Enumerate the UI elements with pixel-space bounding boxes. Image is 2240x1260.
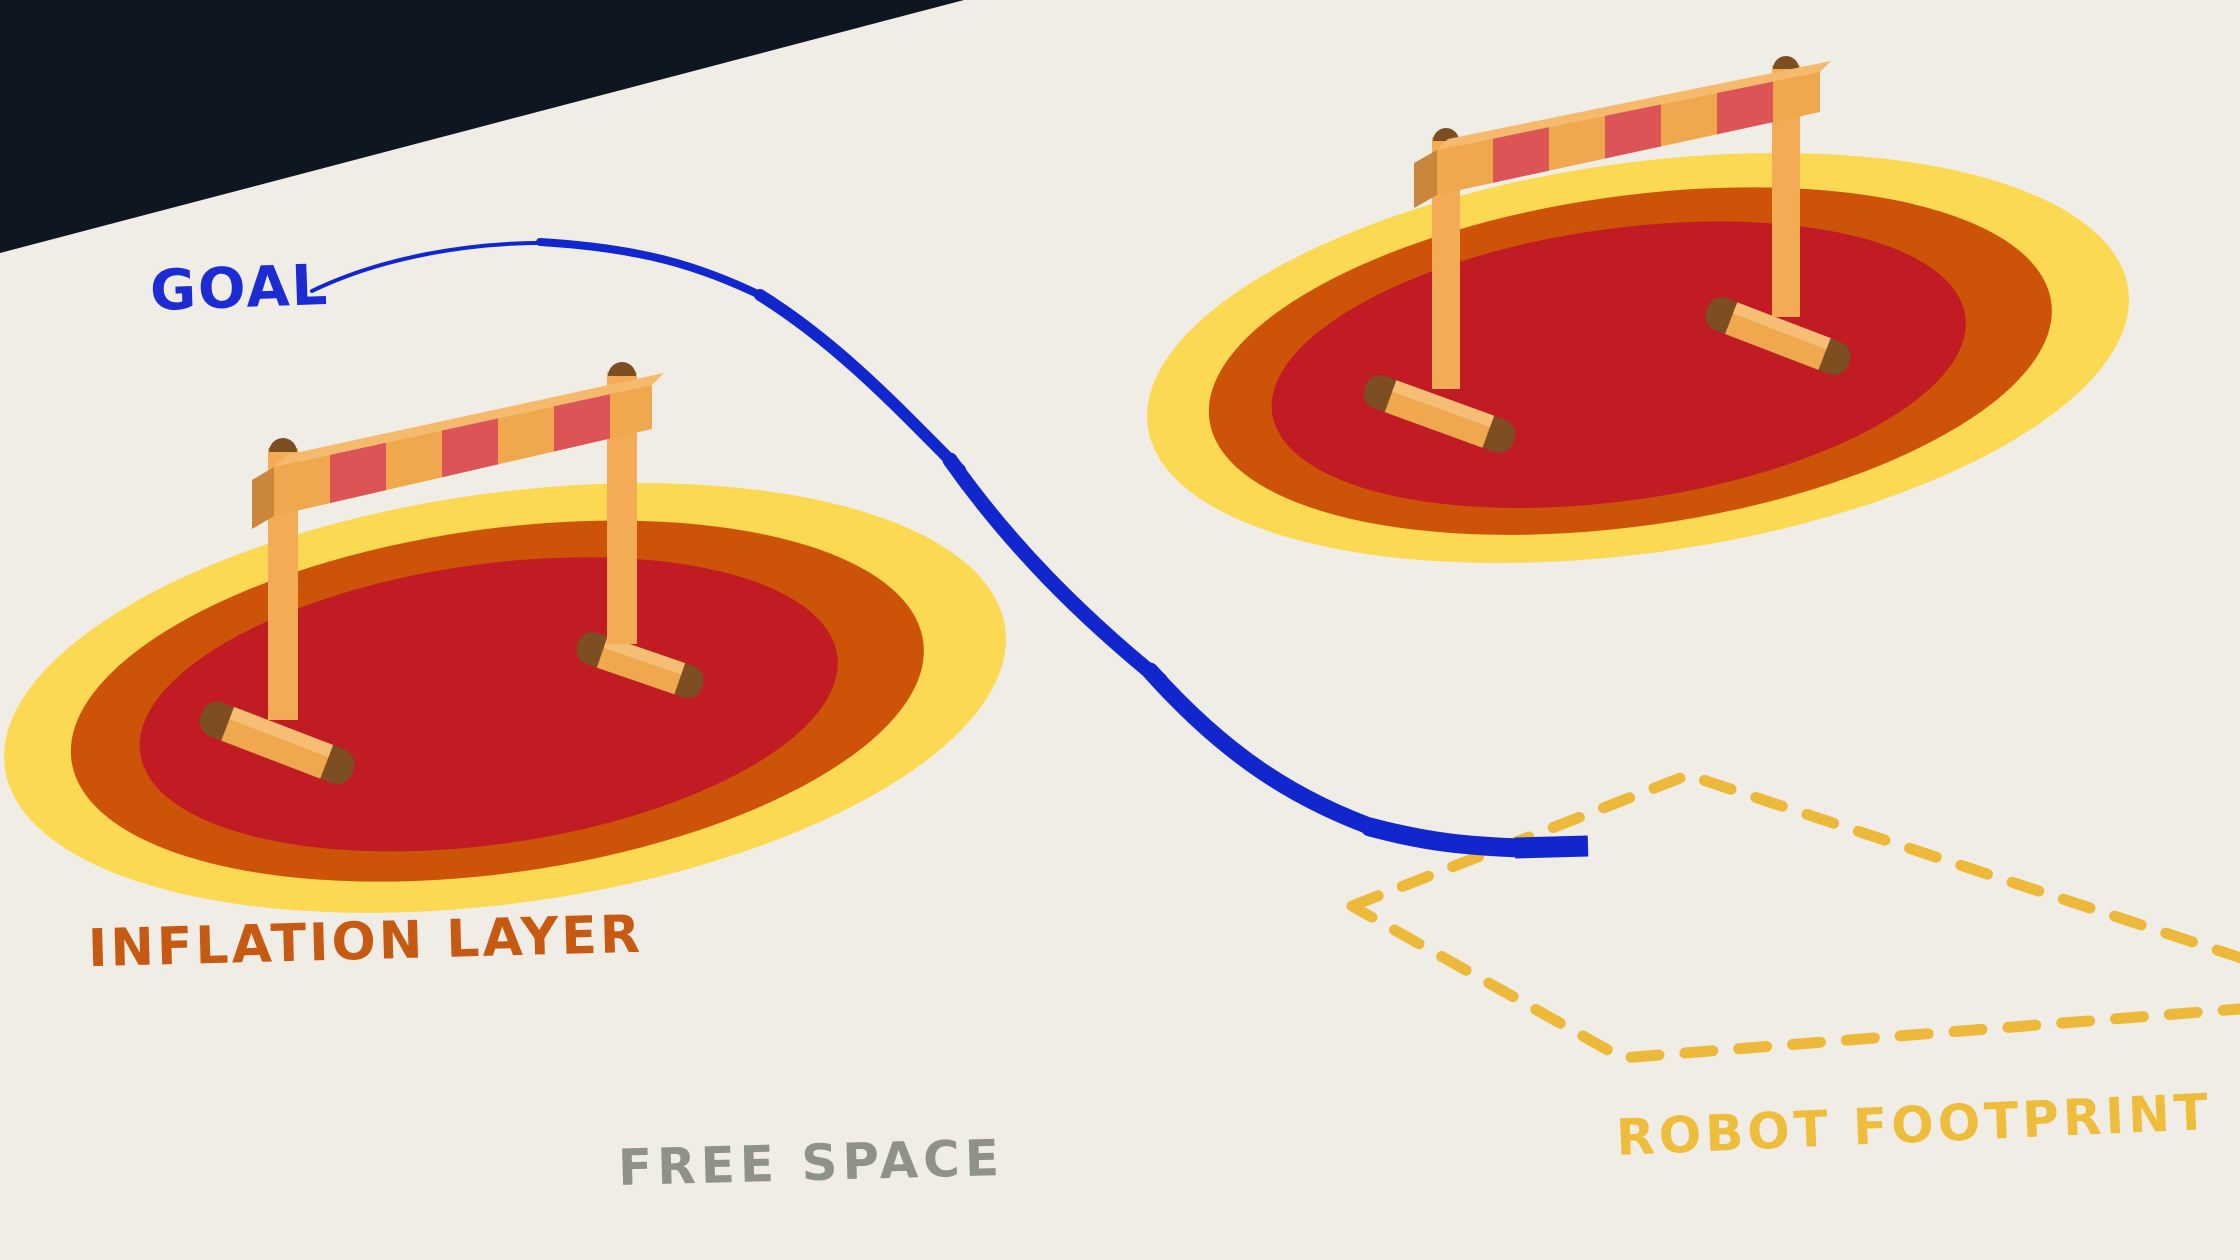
goal-label: GOAL: [148, 252, 331, 325]
inflation-layer-right: [1147, 152, 2129, 564]
hurdle-knob: [1773, 56, 1799, 69]
hurdle-foot: [576, 632, 704, 699]
hurdle-bar-top: [1437, 61, 1831, 150]
hurdle-foot: [199, 701, 355, 784]
hurdle-bar-top: [274, 373, 664, 467]
hurdle-knob: [608, 362, 636, 376]
planned-path: [310, 238, 1589, 859]
inflation-layer-left: [4, 483, 1006, 913]
obstacle-hurdle-right: [1363, 56, 1851, 453]
hurdle-bar-endcap: [252, 467, 274, 529]
hurdle-bar-endcap: [1414, 150, 1437, 208]
robot-footprint-outline: [1346, 769, 2240, 1064]
hurdle-bar-front: [1437, 72, 1820, 195]
obstacle-core-ellipse: [139, 557, 838, 852]
hurdle-knob: [1433, 128, 1459, 141]
obstacle-hurdle-left: [199, 362, 704, 784]
hurdle-foot: [1363, 375, 1516, 453]
corner-shade: [0, 0, 964, 253]
hurdle-foot: [1705, 297, 1851, 375]
free-space-label: FREE SPACE: [617, 1128, 1005, 1198]
hurdle-bar-front: [274, 385, 652, 516]
hurdle-knob: [269, 438, 297, 452]
